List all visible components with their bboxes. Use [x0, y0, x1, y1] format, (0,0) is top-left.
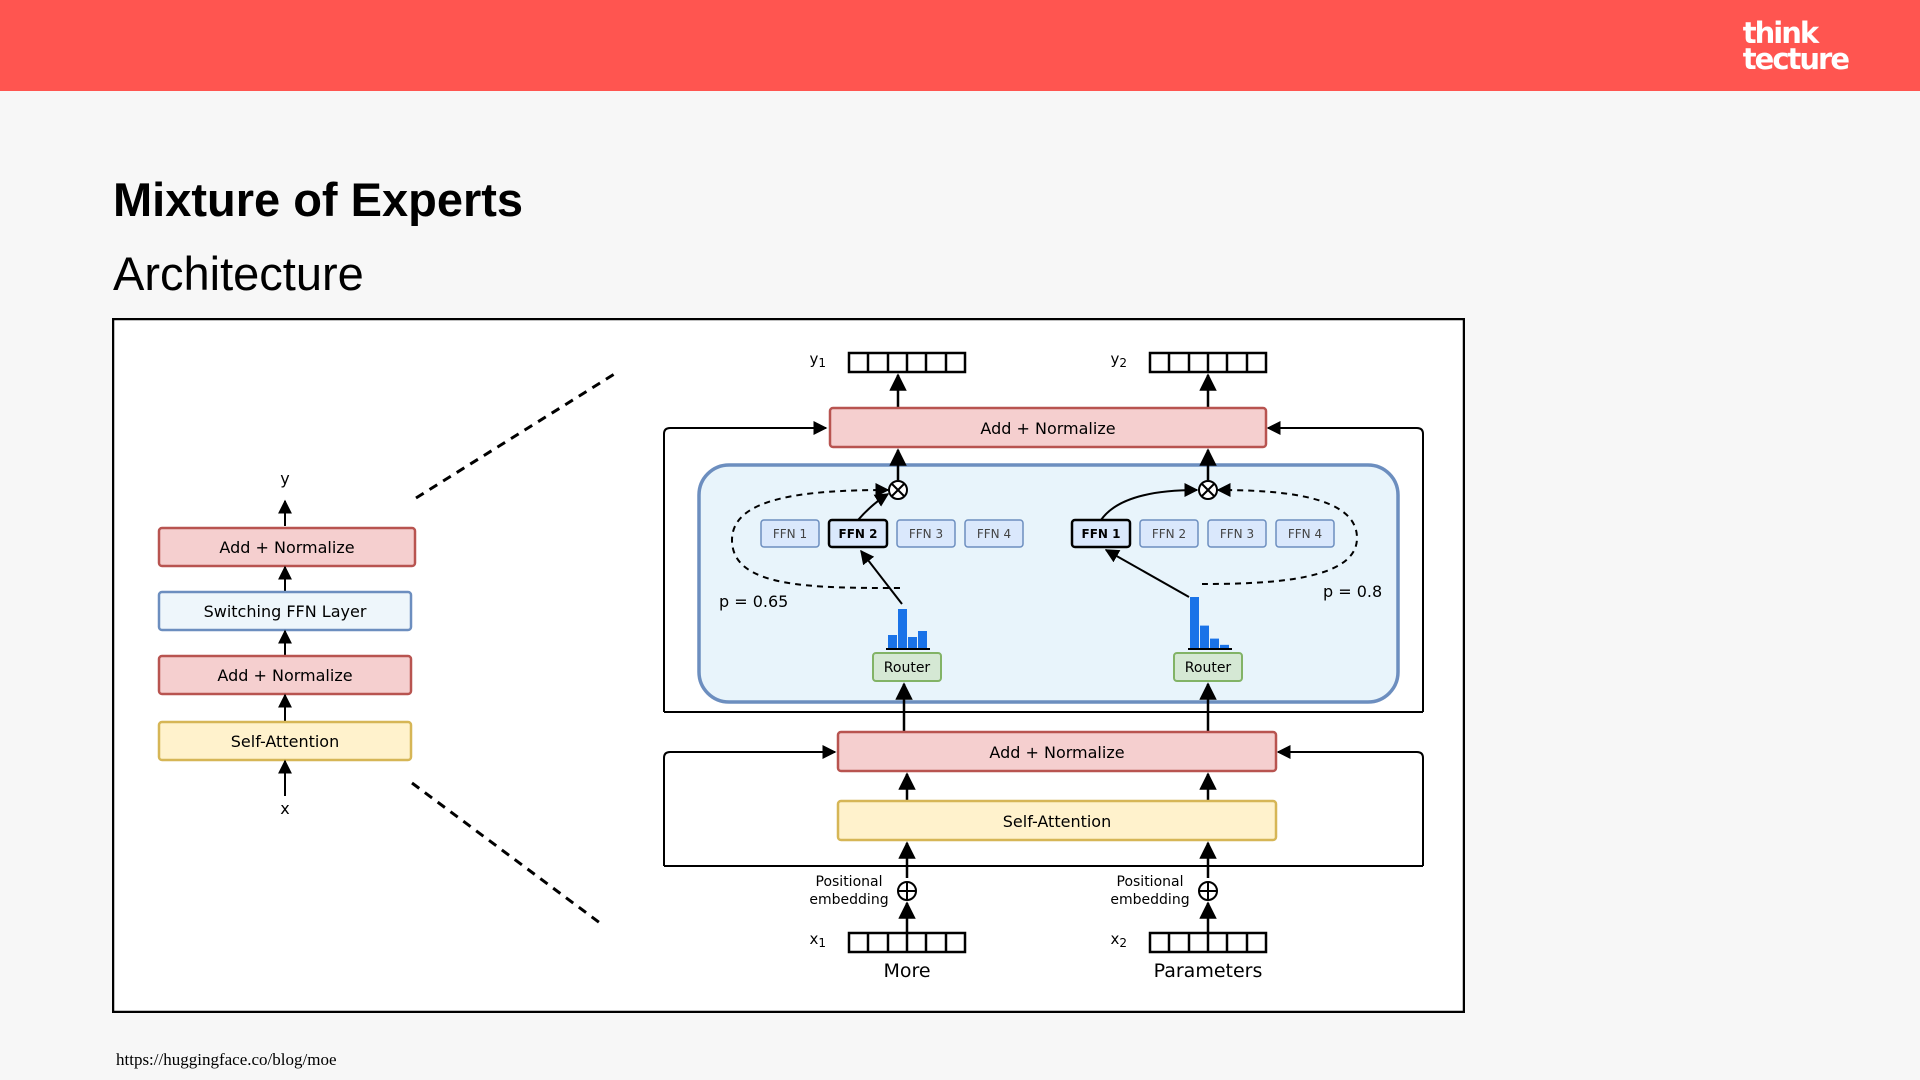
lower-residual-right [1276, 745, 1424, 866]
output-1-vector [847, 351, 967, 374]
pos-embedding-1-line2: embedding [809, 892, 888, 908]
token-2-experts: FFN 1 FFN 2 FFN 3 FFN 4 [1070, 518, 1335, 549]
router-2-label: Router [1185, 660, 1232, 676]
header-bar [0, 0, 1920, 91]
left-transformer-block: y Add + Normalize Switching FFN Layer Ad… [157, 469, 417, 818]
expert-label: FFN 3 [1220, 527, 1254, 541]
pos-embedding-2-line2: embedding [1110, 892, 1189, 908]
zoom-line-bottom [411, 781, 601, 925]
switching-ffn-region [697, 463, 1400, 704]
positional-add-node-2 [1198, 881, 1218, 901]
histogram-bar [918, 631, 927, 649]
expanded-switch-transformer: y1 y2 Add + Normalize [663, 350, 1424, 982]
detail-self-attention [836, 799, 1278, 842]
top-add-normalize-label: Add + Normalize [980, 419, 1115, 438]
left-layer-label: Add + Normalize [217, 666, 352, 685]
router-2 [1173, 652, 1243, 682]
router-1-dispatch-arrow [860, 549, 903, 605]
router-1-label: Router [884, 660, 931, 676]
logo-line-1: think [1742, 16, 1819, 50]
zoom-line-top [415, 371, 617, 500]
input-1-vector [847, 931, 967, 954]
histogram-bar [1220, 644, 1229, 649]
source-link[interactable]: https://huggingface.co/blog/moe [116, 1050, 337, 1069]
output-2-label: y2 [1110, 350, 1127, 370]
lower-residual-left [663, 745, 837, 866]
slide-subtitle: Architecture [113, 247, 364, 300]
input-2-vector [1148, 931, 1268, 954]
expert-ffn-4 [964, 519, 1024, 548]
bottom-add-normalize-label: Add + Normalize [989, 743, 1124, 762]
expert-label: FFN 4 [1288, 527, 1322, 541]
left-layer-label: Add + Normalize [219, 538, 354, 557]
left-layer-label: Self-Attention [231, 732, 339, 751]
histogram-bar [888, 635, 897, 649]
token-1-experts: FFN 1 FFN 2 FFN 3 FFN 4 [760, 518, 1024, 549]
moe-architecture-svg: y Add + Normalize Switching FFN Layer Ad… [111, 317, 1466, 1014]
histogram-bar [908, 637, 917, 649]
logo-line-2: tecture [1742, 42, 1850, 76]
token-1-probability: p = 0.65 [719, 592, 788, 611]
left-layer-label: Switching FFN Layer [204, 602, 367, 621]
router-2-histogram [1188, 597, 1232, 650]
expert-label: FFN 4 [977, 527, 1011, 541]
expert-output-arrow-2 [1100, 483, 1199, 521]
expert-ffn-2 [1139, 519, 1199, 548]
expert-label: FFN 2 [1152, 527, 1186, 541]
token-2-probability: p = 0.8 [1323, 582, 1382, 601]
expert-ffn-3 [1207, 519, 1267, 548]
histogram-bar [898, 609, 907, 649]
input-1-label: x1 [809, 930, 826, 950]
moe-diagram: y Add + Normalize Switching FFN Layer Ad… [111, 317, 1466, 1014]
expert-ffn-4 [1275, 519, 1335, 548]
output-1-label: y1 [809, 350, 826, 370]
multiply-node-1 [888, 480, 908, 500]
expert-ffn-3 [896, 519, 956, 548]
expert-ffn-1 [760, 519, 820, 548]
left-input-label: x [280, 799, 289, 818]
upper-residual-right [1266, 421, 1424, 712]
positional-add-node-1 [897, 881, 917, 901]
expert-label: FFN 3 [909, 527, 943, 541]
router-2-dispatch-arrow [1104, 549, 1190, 598]
detail-self-attention-label: Self-Attention [1003, 812, 1111, 831]
bottom-add-normalize [836, 730, 1278, 773]
router-1 [872, 652, 942, 682]
left-output-label: y [280, 469, 289, 488]
multiply-node-2 [1198, 480, 1218, 500]
probability-path-1 [730, 483, 901, 589]
output-2-vector [1148, 351, 1268, 374]
input-2-word: Parameters [1154, 960, 1263, 982]
pos-embedding-1-line1: Positional [816, 874, 883, 890]
pos-embedding-2-line1: Positional [1117, 874, 1184, 890]
histogram-bar [1190, 597, 1199, 649]
top-add-normalize [828, 406, 1268, 449]
expert-label: FFN 1 [1082, 527, 1121, 541]
upper-residual-left [663, 421, 828, 712]
input-2-label: x2 [1110, 930, 1127, 950]
input-1-word: More [883, 960, 930, 982]
thinktecture-logo: think tecture [1742, 16, 1850, 76]
expert-label: FFN 1 [773, 527, 807, 541]
router-1-histogram [886, 609, 930, 650]
expert-label: FFN 2 [839, 527, 878, 541]
histogram-bar [1210, 638, 1219, 649]
histogram-bar [1200, 625, 1209, 649]
slide-title: Mixture of Experts [113, 173, 524, 226]
